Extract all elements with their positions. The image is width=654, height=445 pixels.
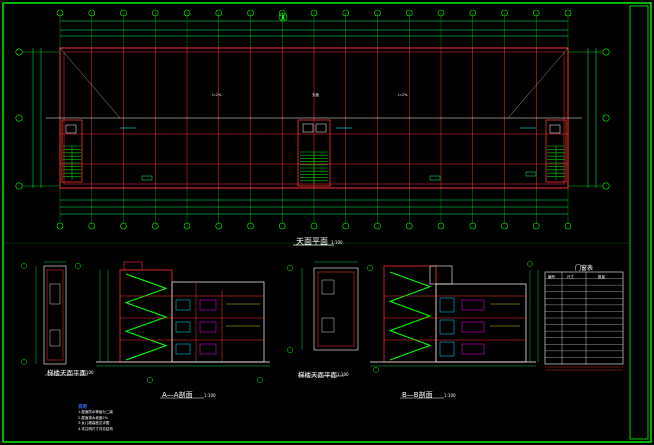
axis-bubble-icon	[120, 9, 127, 17]
axis-bubble-icon	[151, 9, 159, 17]
section-bb-title: B—B剖面	[402, 391, 433, 399]
axis-bubble-icon	[15, 48, 23, 56]
notes-line: 2.屋面排水坡度2%	[78, 415, 108, 420]
section-bb-scale: 1:100	[444, 393, 456, 398]
stair-core-left	[61, 119, 83, 183]
axis-bubble-icon	[215, 9, 223, 17]
notes-title: 说明	[78, 405, 87, 410]
inner-frame-right	[629, 5, 649, 440]
legend-col-1: 编号	[548, 275, 555, 279]
axis-bubble-icon	[501, 222, 508, 230]
stair-roof-plan-1-scale: 1:100	[82, 370, 94, 375]
legend-col-3: 数量	[598, 275, 605, 279]
axis-bubble-icon	[405, 222, 413, 230]
roof-center-label: 天面	[312, 93, 319, 97]
slope-left-label: i=2%	[212, 93, 222, 97]
axis-bubble-icon	[120, 222, 127, 230]
legend-col-2: 尺寸	[567, 275, 574, 279]
axis-bubble-icon	[342, 9, 350, 17]
axis-bubble-icon	[602, 48, 610, 56]
axis-bubble-icon	[15, 182, 23, 190]
axis-bubble-icon	[278, 222, 286, 230]
axis-bubble-icon	[564, 9, 572, 17]
axis-bubble-icon	[56, 222, 64, 230]
axis-bubble-icon	[602, 182, 610, 190]
door-window-table	[544, 271, 624, 371]
section-aa	[96, 261, 270, 399]
axis-bubble-icon	[88, 222, 96, 230]
legend-title: 门窗表	[574, 265, 593, 272]
north-arrow-icon	[278, 12, 288, 22]
section-aa-title: A—A剖面	[162, 391, 193, 399]
axis-bubble-icon	[310, 222, 318, 230]
stair-roof-plan-1	[21, 261, 88, 376]
stair-roof-plan-1-title: 梯楼天面平面	[47, 369, 86, 377]
axis-bubble-icon	[469, 9, 477, 17]
axis-bubble-icon	[374, 222, 381, 230]
door-window-legend: 门窗表	[545, 263, 623, 272]
axis-bubble-icon	[183, 9, 191, 17]
axis-bubble-icon	[342, 222, 350, 230]
axis-bubble-icon	[151, 222, 159, 230]
axis-bubble-icon	[56, 9, 64, 17]
stair-roof-plan-2-scale: 1:100	[337, 372, 349, 377]
axis-bubble-icon	[310, 9, 318, 17]
general-notes: 说明 1.屋面防水等级为二级 2.屋面排水坡度2% 3.女儿墙高度见详图 4.未…	[78, 404, 208, 432]
notes-line: 3.女儿墙高度见详图	[78, 421, 110, 425]
notes-line: 4.未注明尺寸详见结构	[78, 426, 113, 431]
axis-bubble-icon	[532, 9, 540, 17]
axis-bubble-icon	[247, 222, 254, 230]
axis-bubble-icon	[532, 222, 540, 230]
stair-roof-plan-2-title: 梯楼天面平面	[298, 371, 337, 379]
axis-bubble-icon	[183, 222, 191, 230]
roof-plan-title: 天面平面	[296, 237, 328, 246]
notes-line: 1.屋面防水等级为二级	[78, 410, 113, 414]
section-aa-scale: 1:100	[204, 393, 216, 398]
axis-bubble-icon	[437, 9, 445, 17]
section-bb	[370, 261, 539, 399]
axis-bubble-icon	[602, 114, 610, 122]
axis-bubble-icon	[469, 222, 477, 230]
axis-bubble-icon	[88, 9, 96, 17]
axis-bubble-icon	[15, 114, 23, 122]
stair-roof-plan-2	[287, 261, 373, 377]
axis-bubble-icon	[501, 9, 508, 17]
roof-plan	[15, 9, 610, 246]
stair-core-right	[545, 119, 567, 183]
roof-plan-scale: 1:100	[331, 240, 343, 245]
axis-bubble-icon	[215, 222, 223, 230]
axis-bubble-icon	[564, 222, 572, 230]
axis-bubble-icon	[374, 9, 381, 17]
axis-bubble-icon	[247, 9, 254, 17]
stair-core-center	[297, 119, 331, 187]
axis-bubble-icon	[405, 9, 413, 17]
slope-right-label: i=2%	[398, 93, 408, 97]
axis-bubble-icon	[437, 222, 445, 230]
